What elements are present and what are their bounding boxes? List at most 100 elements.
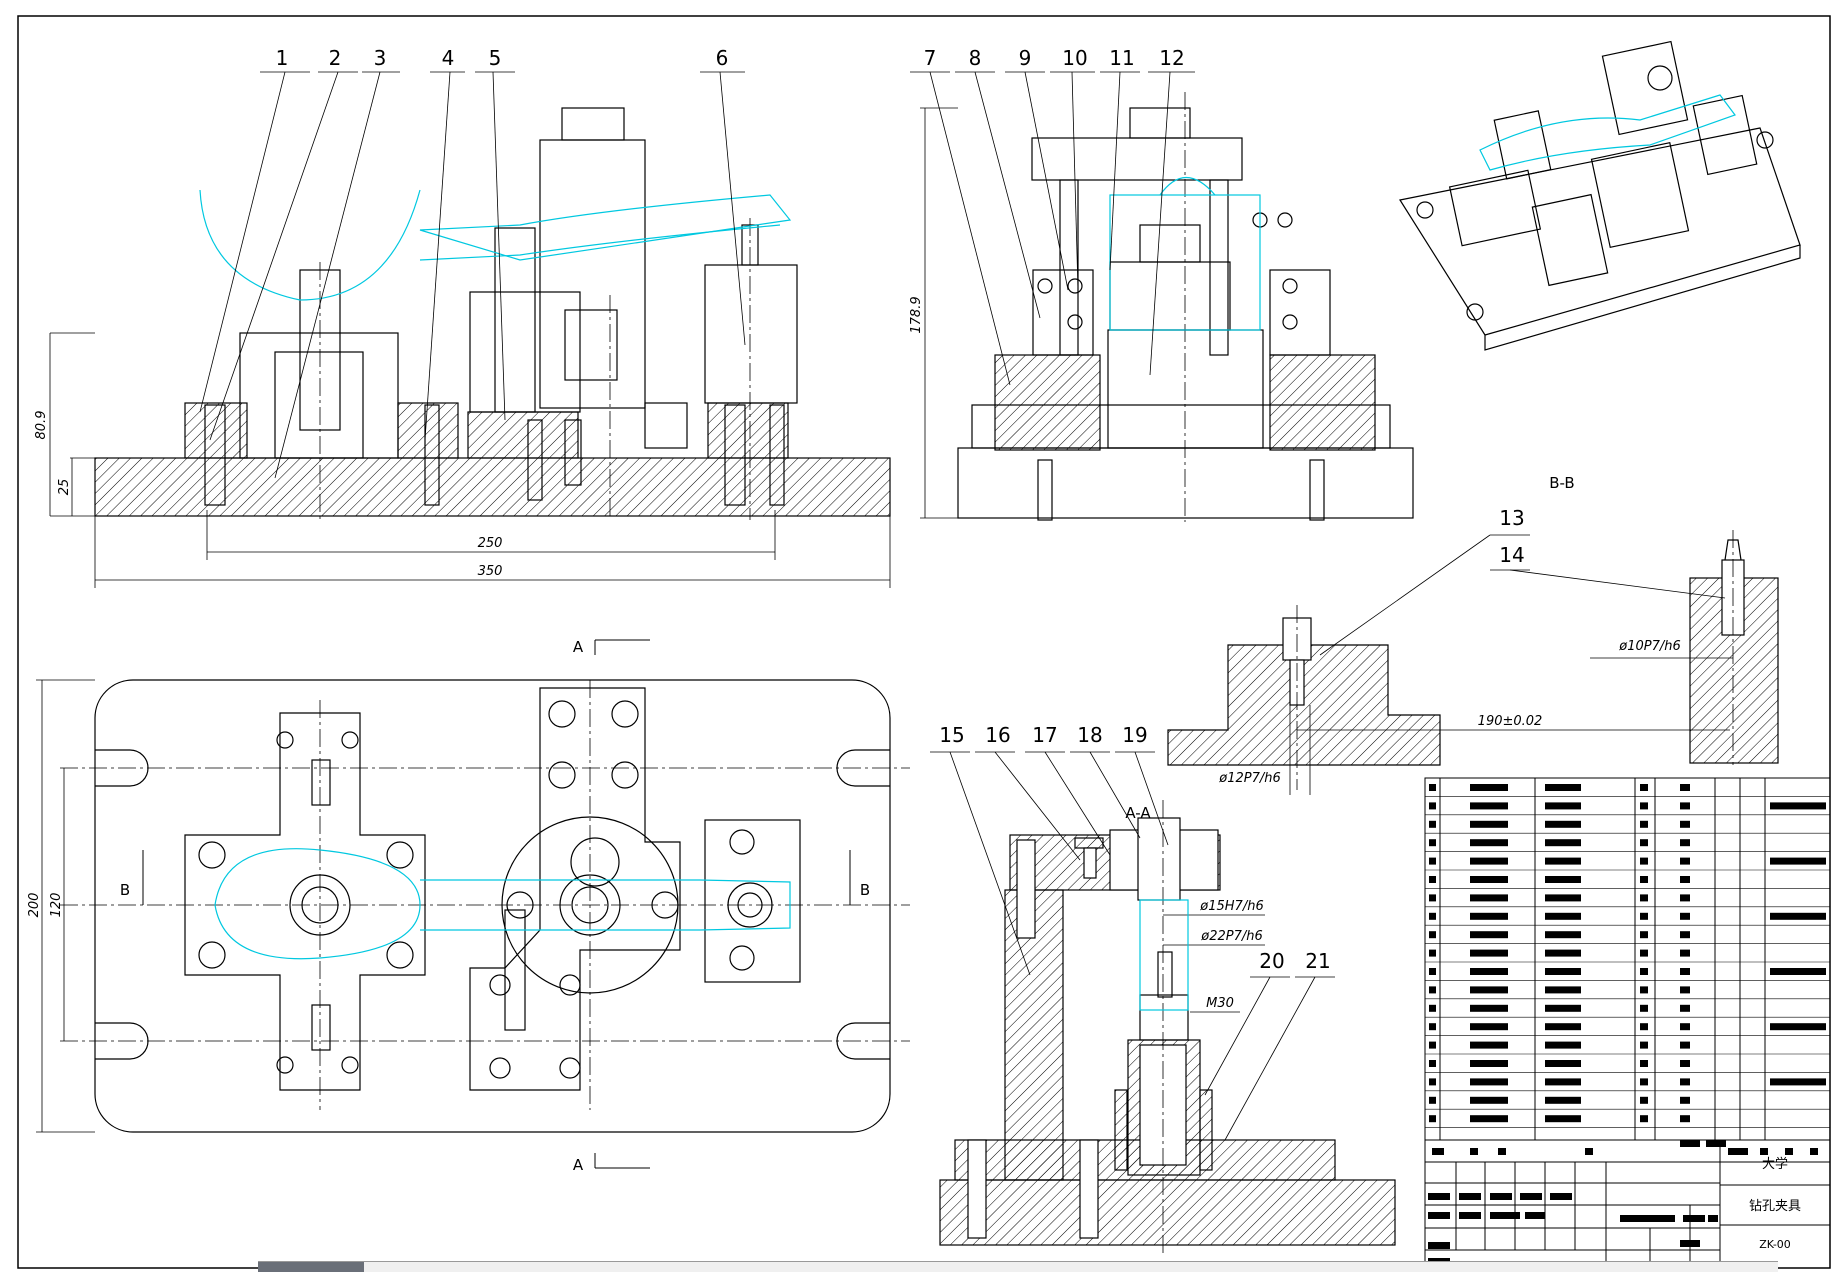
- title-block: [1424, 1139, 1831, 1269]
- bom-redacted-cell: [1640, 894, 1648, 902]
- bom-redacted-cell: [1429, 894, 1436, 902]
- bom-redacted-cell: [1640, 839, 1648, 847]
- label-b-right: B: [860, 881, 870, 899]
- bom-redacted-cell: [1545, 986, 1581, 994]
- bom-redacted-cell: [1640, 784, 1648, 791]
- balloon-4: 4: [442, 46, 455, 70]
- bom-redacted-cell: [1470, 894, 1508, 902]
- bom-redacted-cell: [1640, 1060, 1648, 1067]
- bom-redacted-cell: [1545, 968, 1581, 975]
- bom-redacted-cell: [1680, 968, 1690, 975]
- balloon-7: 7: [924, 46, 937, 70]
- bom-redacted-cell: [1470, 802, 1508, 810]
- section-a-a: [939, 800, 1396, 1255]
- label-a-top: A: [573, 638, 584, 656]
- bom-redacted-cell: [1429, 820, 1436, 828]
- bom-redacted-cell: [1680, 986, 1690, 994]
- bom-table: [1424, 777, 1831, 1141]
- bom-redacted-cell: [1680, 1096, 1690, 1104]
- bom-redacted-cell: [1429, 1023, 1436, 1031]
- bom-redacted-cell: [1680, 1115, 1690, 1123]
- balloon-numbers: 1 2 3 4 5 6 7 8 9 10 11 12 13 14 15 16 1…: [276, 46, 1525, 973]
- bom-redacted-cell: [1680, 931, 1690, 939]
- bom-redacted-cell: [1680, 784, 1690, 791]
- bom-redacted-cell: [1640, 986, 1648, 994]
- bom-redacted-cell: [1429, 857, 1436, 865]
- side-view: [920, 92, 1414, 522]
- bom-redacted-cell: [1640, 1115, 1648, 1123]
- balloon-19: 19: [1122, 723, 1147, 747]
- bom-redacted-cell: [1545, 784, 1581, 791]
- label-b-left: B: [120, 881, 130, 899]
- bom-redacted-cell: [1545, 876, 1581, 883]
- dim-178-9: 178.9: [909, 296, 924, 333]
- bom-redacted-cell: [1429, 912, 1436, 920]
- dim-250: 250: [478, 536, 503, 551]
- balloon-5: 5: [489, 46, 502, 70]
- front-workpiece-outline: [199, 189, 792, 301]
- bom-redacted-cell: [1545, 839, 1581, 847]
- bom-redacted-cell: [1429, 986, 1436, 994]
- bom-redacted-cell: [1640, 968, 1648, 975]
- bom-redacted-cell: [1429, 1041, 1436, 1049]
- balloon-14: 14: [1499, 543, 1524, 567]
- bom-redacted-cell: [1470, 784, 1508, 791]
- bom-redacted-cell: [1470, 1078, 1508, 1086]
- balloon-15: 15: [939, 723, 964, 747]
- bom-redacted-cell: [1470, 968, 1508, 975]
- bom-redacted-cell: [1680, 949, 1690, 957]
- balloon-21: 21: [1305, 949, 1330, 973]
- dim-190: 190±0.02: [1478, 714, 1543, 729]
- label-a-bottom: A: [573, 1156, 584, 1174]
- balloon-1: 1: [276, 46, 289, 70]
- status-bar: [258, 1261, 1778, 1272]
- section-labels: A A B B B-B A-A: [120, 474, 1575, 1174]
- bom-redacted-cell: [1429, 1060, 1436, 1067]
- bom-redacted-cell: [1770, 802, 1826, 810]
- front-view: [49, 107, 891, 588]
- bom-redacted-cell: [1429, 968, 1436, 975]
- bom-redacted-cell: [1640, 857, 1648, 865]
- isometric-view: [1399, 40, 1801, 351]
- bom-redacted-cell: [1680, 802, 1690, 810]
- balloon-3: 3: [374, 46, 387, 70]
- label-a-a: A-A: [1125, 804, 1151, 822]
- dim-120: 120: [49, 893, 64, 918]
- pin-detail-14: [1590, 530, 1779, 765]
- bom-redacted-cell: [1429, 1115, 1436, 1123]
- bom-redacted-cell: [1429, 1096, 1436, 1104]
- bom-redacted-cell: [1640, 876, 1648, 883]
- dim-fit-10: ø10P7/h6: [1618, 639, 1681, 654]
- bom-redacted-cell: [1680, 839, 1690, 847]
- bom-redacted-cell: [1470, 931, 1508, 939]
- bom-redacted-cell: [1429, 839, 1436, 847]
- bom-redacted-cell: [1470, 876, 1508, 883]
- bom-redacted-cell: [1429, 802, 1436, 810]
- label-b-b: B-B: [1549, 474, 1574, 492]
- title-drawing-name: 钻孔夹具: [1749, 1199, 1801, 1214]
- bom-redacted-cell: [1545, 1115, 1581, 1123]
- bom-redacted-cell: [1770, 857, 1826, 865]
- bom-redacted-cell: [1545, 820, 1581, 828]
- balloon-6: 6: [716, 46, 729, 70]
- bom-redacted-cell: [1640, 1004, 1648, 1012]
- bom-redacted-cell: [1545, 857, 1581, 865]
- dim-80-9: 80.9: [34, 411, 49, 440]
- title-block-texts: 大学 钻孔夹具 ZK-00: [1749, 1156, 1801, 1251]
- bom-redacted-cell: [1545, 802, 1581, 810]
- balloon-9: 9: [1019, 46, 1032, 70]
- balloon-16: 16: [985, 723, 1010, 747]
- bom-redacted-cell: [1429, 784, 1436, 791]
- bom-redacted-cell: [1640, 912, 1648, 920]
- dim-m30: M30: [1206, 996, 1234, 1011]
- status-bar-tab[interactable]: [258, 1262, 364, 1272]
- balloon-12: 12: [1159, 46, 1184, 70]
- bom-redacted-cell: [1640, 802, 1648, 810]
- bom-redacted-cell: [1545, 894, 1581, 902]
- bom-redacted-cell: [1470, 986, 1508, 994]
- bom-redacted-cell: [1770, 1078, 1826, 1086]
- isometric-workpiece-outline: [1479, 94, 1736, 171]
- bom-redacted-cell: [1770, 968, 1826, 975]
- bom-redacted-cell: [1770, 912, 1826, 920]
- bom-redacted-cell: [1680, 1041, 1690, 1049]
